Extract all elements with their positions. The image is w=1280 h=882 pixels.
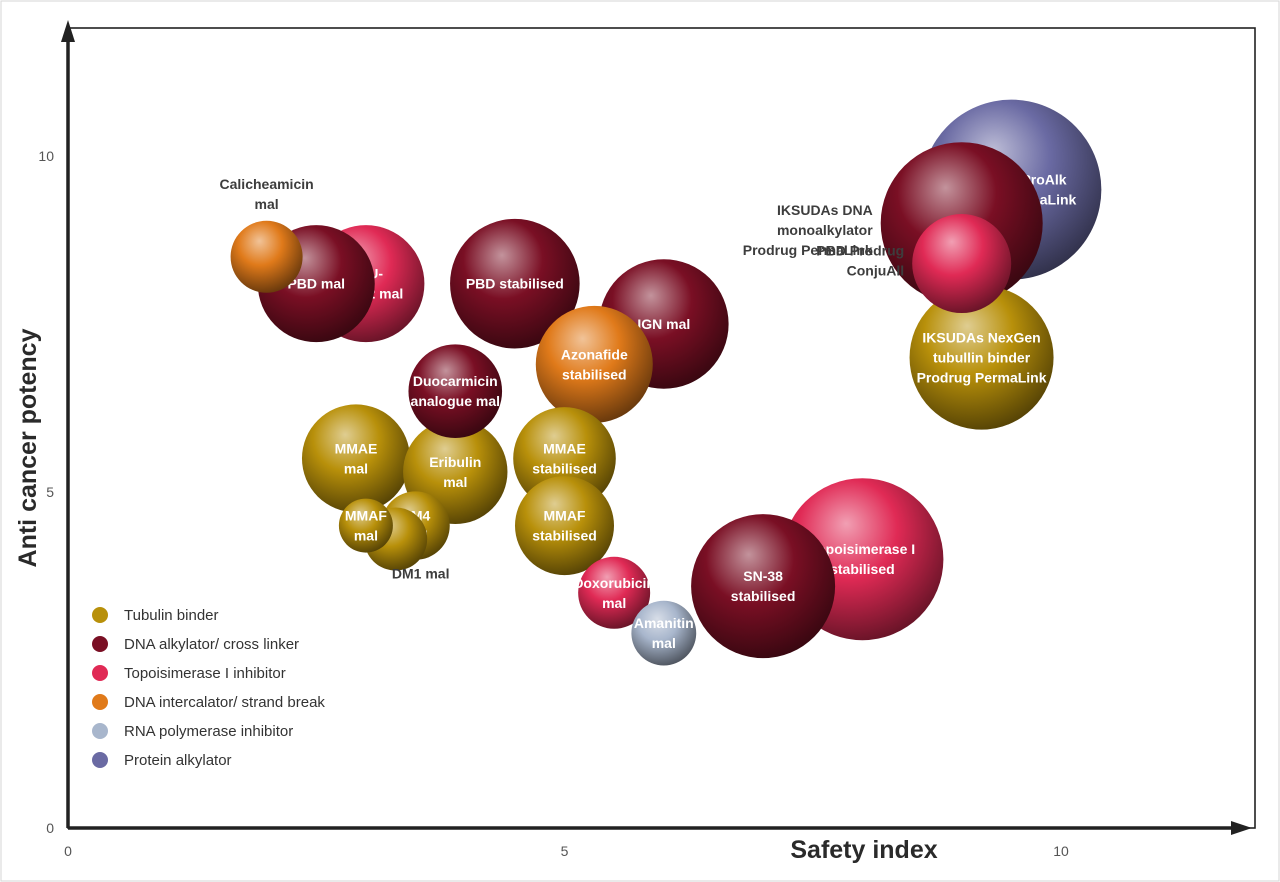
bubble-circle: [515, 476, 614, 576]
bubble-circle: [230, 220, 303, 293]
legend-swatch: [92, 607, 108, 623]
legend-item-tubulin-binder: Tubulin binder: [92, 607, 219, 624]
bubble-label: IGN mal: [637, 316, 690, 332]
bubble-layer: IKSUDAs ProAlkProdrug PermaLinkTopoisime…: [230, 99, 1102, 666]
legend-swatch: [92, 723, 108, 739]
bubble-circle: [408, 344, 503, 439]
y-tick-label: 0: [46, 820, 54, 836]
y-tick-label: 10: [38, 148, 54, 164]
bubble-circle: [301, 404, 410, 513]
bubble-circle: [909, 285, 1054, 430]
bubble-pbd-prodrug-conjuall: [912, 214, 1012, 314]
legend-label: DNA alkylator/ cross linker: [124, 636, 299, 653]
bubble-label: PBD mal: [287, 276, 345, 292]
bubble-circle: [450, 218, 580, 349]
legend-item-topoisimerase-i-inhibitor: Topoisimerase I inhibitor: [92, 665, 286, 682]
legend-item-dna-alkylator-cross-linker: DNA alkylator/ cross linker: [92, 636, 299, 653]
legend-label: DNA intercalator/ strand break: [124, 694, 325, 711]
bubble-circle: [578, 556, 651, 629]
x-tick-label: 10: [1053, 843, 1069, 859]
tick-layer: 0 5 10 0 5 10: [38, 148, 1069, 859]
legend-item-protein-alkylator: Protein alkylator: [92, 752, 232, 769]
legend-swatch: [92, 636, 108, 652]
legend-item-dna-intercalator-strand-break: DNA intercalator/ strand break: [92, 694, 325, 711]
y-axis-arrow: [61, 20, 75, 42]
bubble-circle: [912, 214, 1012, 314]
legend-label: Tubulin binder: [124, 607, 219, 624]
x-axis-arrow: [1231, 821, 1252, 835]
y-tick-label: 5: [46, 484, 54, 500]
legend-swatch: [92, 694, 108, 710]
bubble-circle: [691, 514, 836, 659]
legend-label: Topoisimerase I inhibitor: [124, 665, 286, 682]
x-axis-title: Safety index: [790, 836, 937, 864]
bubble-calicheamicin-mal: [230, 220, 303, 293]
x-tick-label: 0: [64, 843, 72, 859]
legend-swatch: [92, 665, 108, 681]
legend-item-rna-polymerase-inhibitor: RNA polymerase inhibitor: [92, 723, 293, 740]
bubble-label: PBD stabilised: [466, 276, 564, 292]
bubble-circle: [338, 498, 393, 553]
bubble-label: DM1 mal: [392, 566, 450, 582]
x-tick-label: 5: [561, 843, 569, 859]
bubble-pbd-stabilised: PBD stabilised: [450, 218, 580, 349]
bubble-circle: [631, 600, 697, 666]
y-axis-title: Anti cancer potency: [14, 328, 42, 567]
legend-swatch: [92, 752, 108, 768]
legend-label: RNA polymerase inhibitor: [124, 723, 293, 740]
legend-label: Protein alkylator: [124, 752, 232, 769]
bubble-circle: [535, 305, 653, 423]
